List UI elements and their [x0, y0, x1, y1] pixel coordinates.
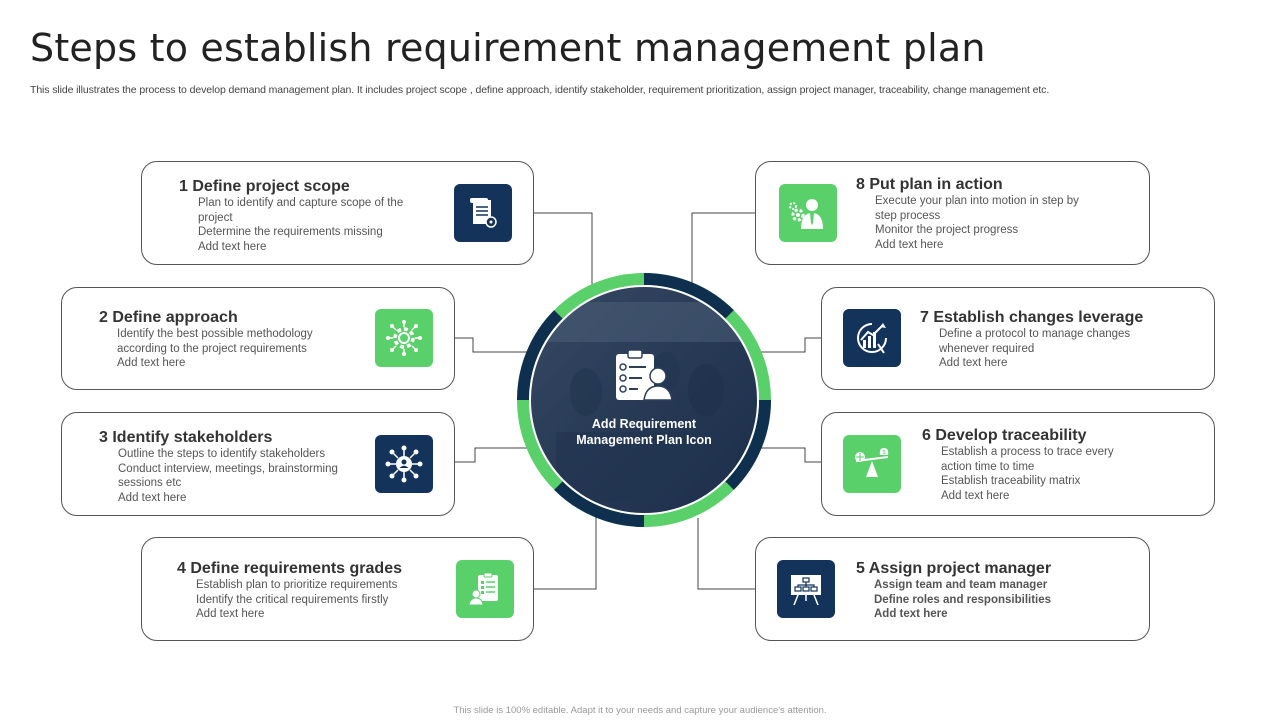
step-line: whenever required: [939, 342, 1035, 355]
step-title-text: Identify stakeholders: [112, 429, 273, 446]
step-line: Determine the requirements missing: [198, 226, 383, 238]
step-number: 5: [856, 560, 865, 577]
page-title: Steps to establish requirement managemen…: [30, 26, 986, 70]
step-line: Add text here: [875, 238, 944, 251]
step-number: 3: [99, 429, 108, 446]
footer-note: This slide is 100% editable. Adapt it to…: [453, 705, 827, 716]
step-number: 8: [856, 176, 865, 193]
step-line: Add text here: [939, 357, 1008, 369]
step-description: Define a protocol to manage changes when…: [939, 327, 1130, 371]
checklist-user-icon: [616, 349, 673, 401]
step-title-text: Put plan in action: [869, 176, 1003, 193]
center-label-line1: Add Requirement: [591, 417, 697, 431]
step-title: 8 Put plan in action: [856, 176, 1003, 194]
center-label: Add Requirement Management Plan Icon: [540, 416, 748, 448]
step-line: sessions etc: [118, 477, 182, 489]
step-line: Add text here: [874, 608, 948, 620]
step-line: Add text here: [196, 608, 265, 620]
step-card-6: 6 Develop traceability Establish a proce…: [821, 412, 1215, 516]
step-line: project: [198, 211, 233, 224]
step-card-1: 1 Define project scope Plan to identify …: [141, 161, 534, 265]
step-line: Plan to identify and capture scope of th…: [198, 197, 404, 209]
step-number: 7: [920, 309, 929, 326]
step-number: 6: [922, 427, 931, 444]
checklist-person-icon: [456, 560, 514, 618]
step-line: according to the project requirements: [117, 342, 307, 355]
step-title-text: Assign project manager: [868, 560, 1052, 577]
step-title-text: Define approach: [112, 309, 238, 326]
step-line: Conduct interview, meetings, brainstormi…: [118, 462, 338, 475]
center-label-line2: Management Plan Icon: [576, 433, 712, 447]
step-title: 4 Define requirements grades: [177, 560, 402, 578]
document-scroll-icon: [454, 184, 512, 242]
step-description: Outline the steps to identify stakeholde…: [118, 447, 338, 505]
page-subtitle: This slide illustrates the process to de…: [30, 84, 1050, 96]
step-description: Establish plan to prioritize requirement…: [196, 578, 397, 622]
step-line: Execute your plan into motion in step by: [875, 195, 1079, 207]
svg-text:$: $: [883, 450, 886, 456]
stakeholder-network-icon: [375, 435, 433, 493]
step-line: Define a protocol to manage changes: [939, 328, 1131, 340]
step-line: Add text here: [198, 240, 267, 253]
step-line: Monitor the project progress: [875, 224, 1019, 236]
step-title-text: Establish changes leverage: [933, 309, 1144, 326]
step-line: Define roles and responsibilities: [874, 593, 1052, 606]
step-description: Execute your plan into motion in step by…: [875, 194, 1079, 252]
step-title: 5 Assign project manager: [856, 560, 1051, 578]
gear-manager-icon: [779, 184, 837, 242]
step-title: 2 Define approach: [99, 309, 238, 327]
step-card-4: 4 Define requirements grades Establish p…: [141, 537, 534, 641]
step-title: 7 Establish changes leverage: [920, 309, 1143, 327]
step-title: 6 Develop traceability: [922, 427, 1087, 445]
gear-network-icon: [375, 309, 433, 367]
step-line: action time to time: [941, 460, 1035, 473]
step-card-5: 5 Assign project manager Assign team and…: [755, 537, 1150, 641]
step-number: 4: [177, 560, 186, 577]
step-number: 1: [179, 178, 188, 195]
step-title: 3 Identify stakeholders: [99, 429, 272, 447]
step-line: Add text here: [941, 489, 1010, 502]
step-line: Outline the steps to identify stakeholde…: [118, 448, 326, 460]
presentation-board-icon: [777, 560, 835, 618]
step-line: Establish plan to prioritize requirement…: [196, 579, 398, 591]
step-description: Identify the best possible methodology a…: [117, 327, 313, 371]
step-line: Add text here: [117, 357, 186, 369]
balance-scale-icon: $: [843, 435, 901, 493]
step-number: 2: [99, 309, 108, 326]
step-line: Establish traceability matrix: [941, 475, 1081, 487]
step-description: Plan to identify and capture scope of th…: [198, 196, 403, 254]
step-card-8: 8 Put plan in action Execute your plan i…: [755, 161, 1150, 265]
step-description: Establish a process to trace every actio…: [941, 445, 1114, 503]
step-title-text: Develop traceability: [935, 427, 1087, 444]
growth-chart-icon: [843, 309, 901, 367]
step-line: Assign team and team manager: [874, 579, 1048, 591]
step-title-text: Define project scope: [192, 178, 350, 195]
step-line: Establish a process to trace every: [941, 446, 1114, 458]
step-line: Identify the best possible methodology: [117, 328, 313, 340]
step-card-2: 2 Define approach Identify the best poss…: [61, 287, 455, 390]
step-title-text: Define requirements grades: [190, 560, 402, 577]
step-card-3: 3 Identify stakeholders Outline the step…: [61, 412, 455, 516]
step-line: Add text here: [118, 491, 187, 504]
center-ring: [516, 272, 772, 528]
step-line: Identify the critical requirements first…: [196, 593, 389, 606]
step-card-7: 7 Establish changes leverage Define a pr…: [821, 287, 1215, 390]
step-description: Assign team and team manager Define role…: [874, 578, 1051, 622]
step-title: 1 Define project scope: [179, 178, 350, 196]
step-line: step process: [875, 209, 941, 222]
